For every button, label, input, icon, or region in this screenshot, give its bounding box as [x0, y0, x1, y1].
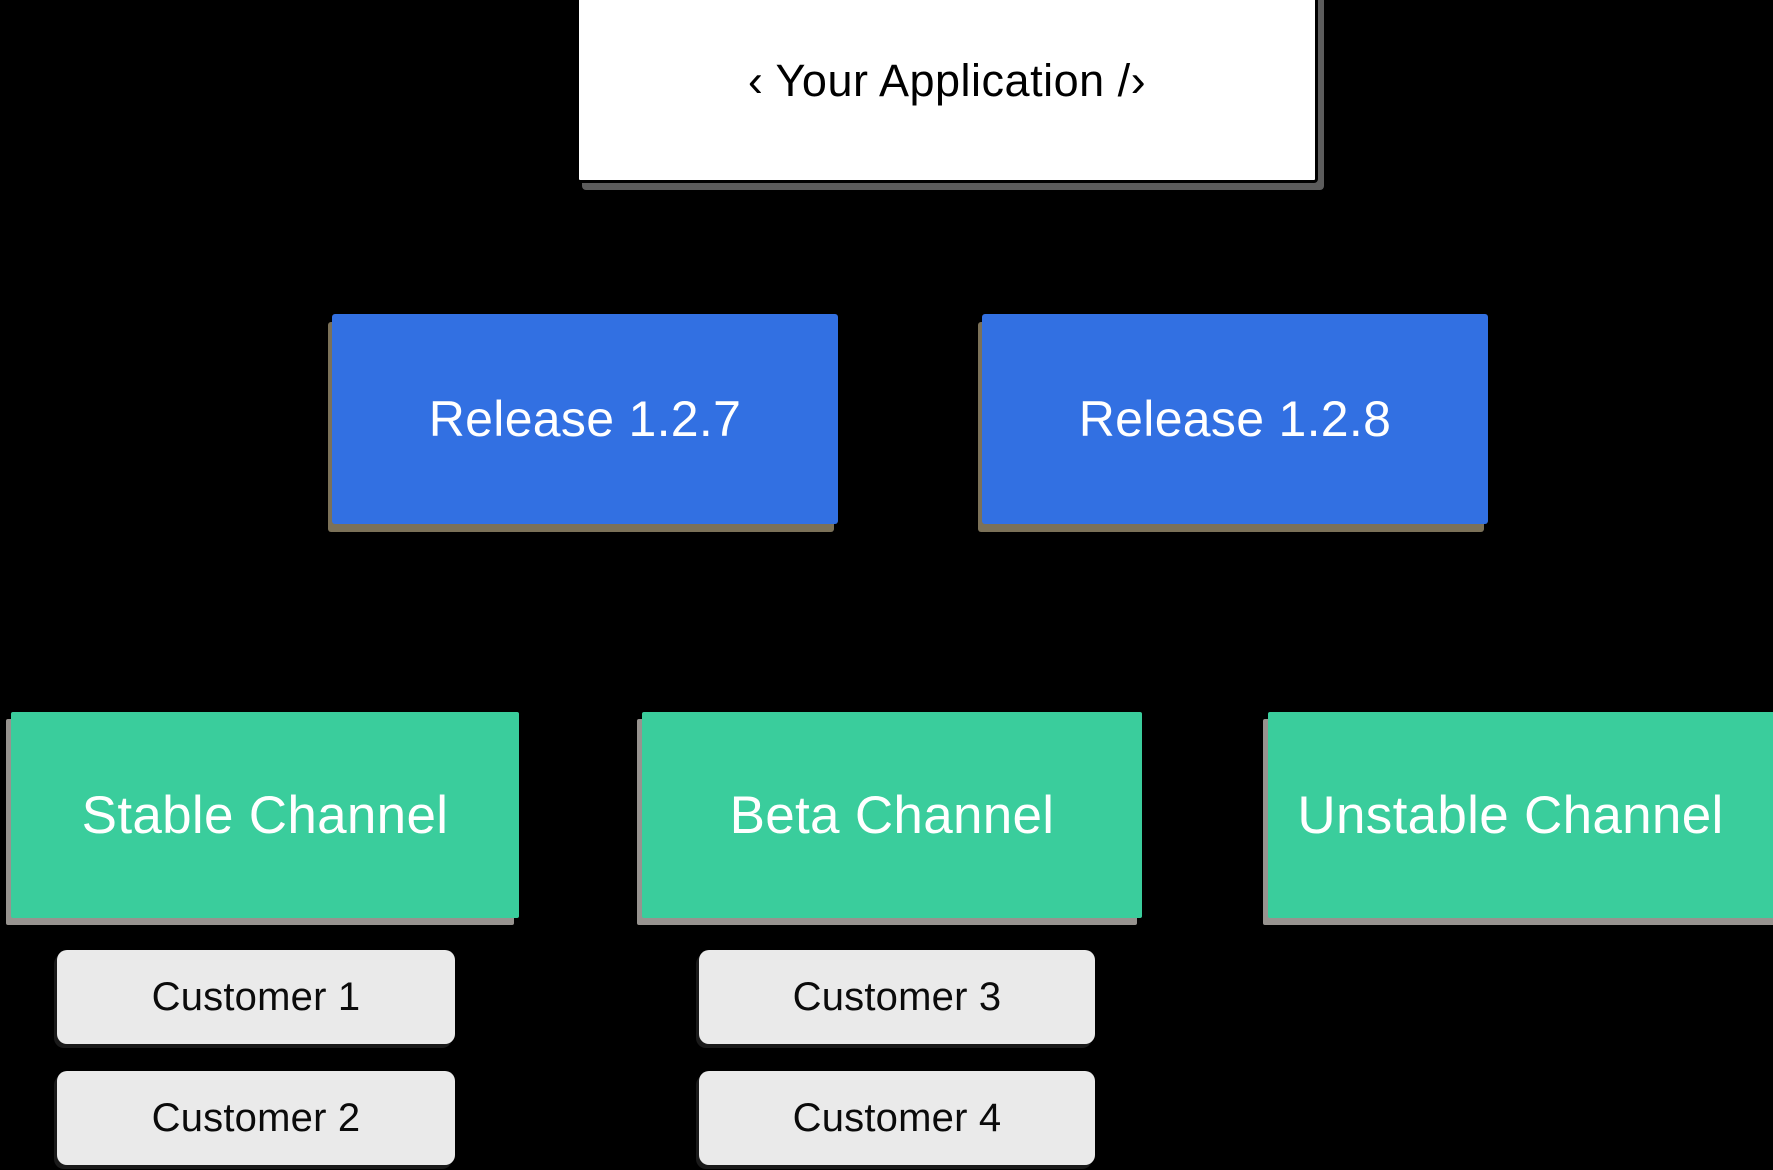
- customer-node-2[interactable]: Customer 2: [57, 1071, 455, 1165]
- channel-node-beta[interactable]: Beta Channel: [642, 712, 1142, 918]
- customer-node-4-label: Customer 4: [792, 1095, 1002, 1140]
- application-node-label: ‹ Your Application /›: [747, 54, 1147, 106]
- channel-node-unstable-label: Unstable Channel: [1297, 785, 1724, 845]
- customer-node-1-label: Customer 1: [151, 974, 361, 1019]
- channel-node-beta-label: Beta Channel: [729, 785, 1055, 845]
- channel-node-stable-label: Stable Channel: [81, 785, 449, 845]
- customer-node-4[interactable]: Customer 4: [699, 1071, 1095, 1165]
- customer-node-3[interactable]: Customer 3: [699, 950, 1095, 1044]
- customer-node-1[interactable]: Customer 1: [57, 950, 455, 1044]
- release-node-1[interactable]: Release 1.2.7: [332, 314, 838, 524]
- release-node-2-label: Release 1.2.8: [1078, 391, 1392, 447]
- customer-node-2-label: Customer 2: [151, 1095, 361, 1140]
- application-node[interactable]: ‹ Your Application /›: [576, 0, 1318, 183]
- channel-node-stable[interactable]: Stable Channel: [11, 712, 519, 918]
- channel-node-unstable[interactable]: Unstable Channel: [1268, 712, 1773, 918]
- release-node-1-label: Release 1.2.7: [428, 391, 742, 447]
- release-node-2[interactable]: Release 1.2.8: [982, 314, 1488, 524]
- customer-node-3-label: Customer 3: [792, 974, 1002, 1019]
